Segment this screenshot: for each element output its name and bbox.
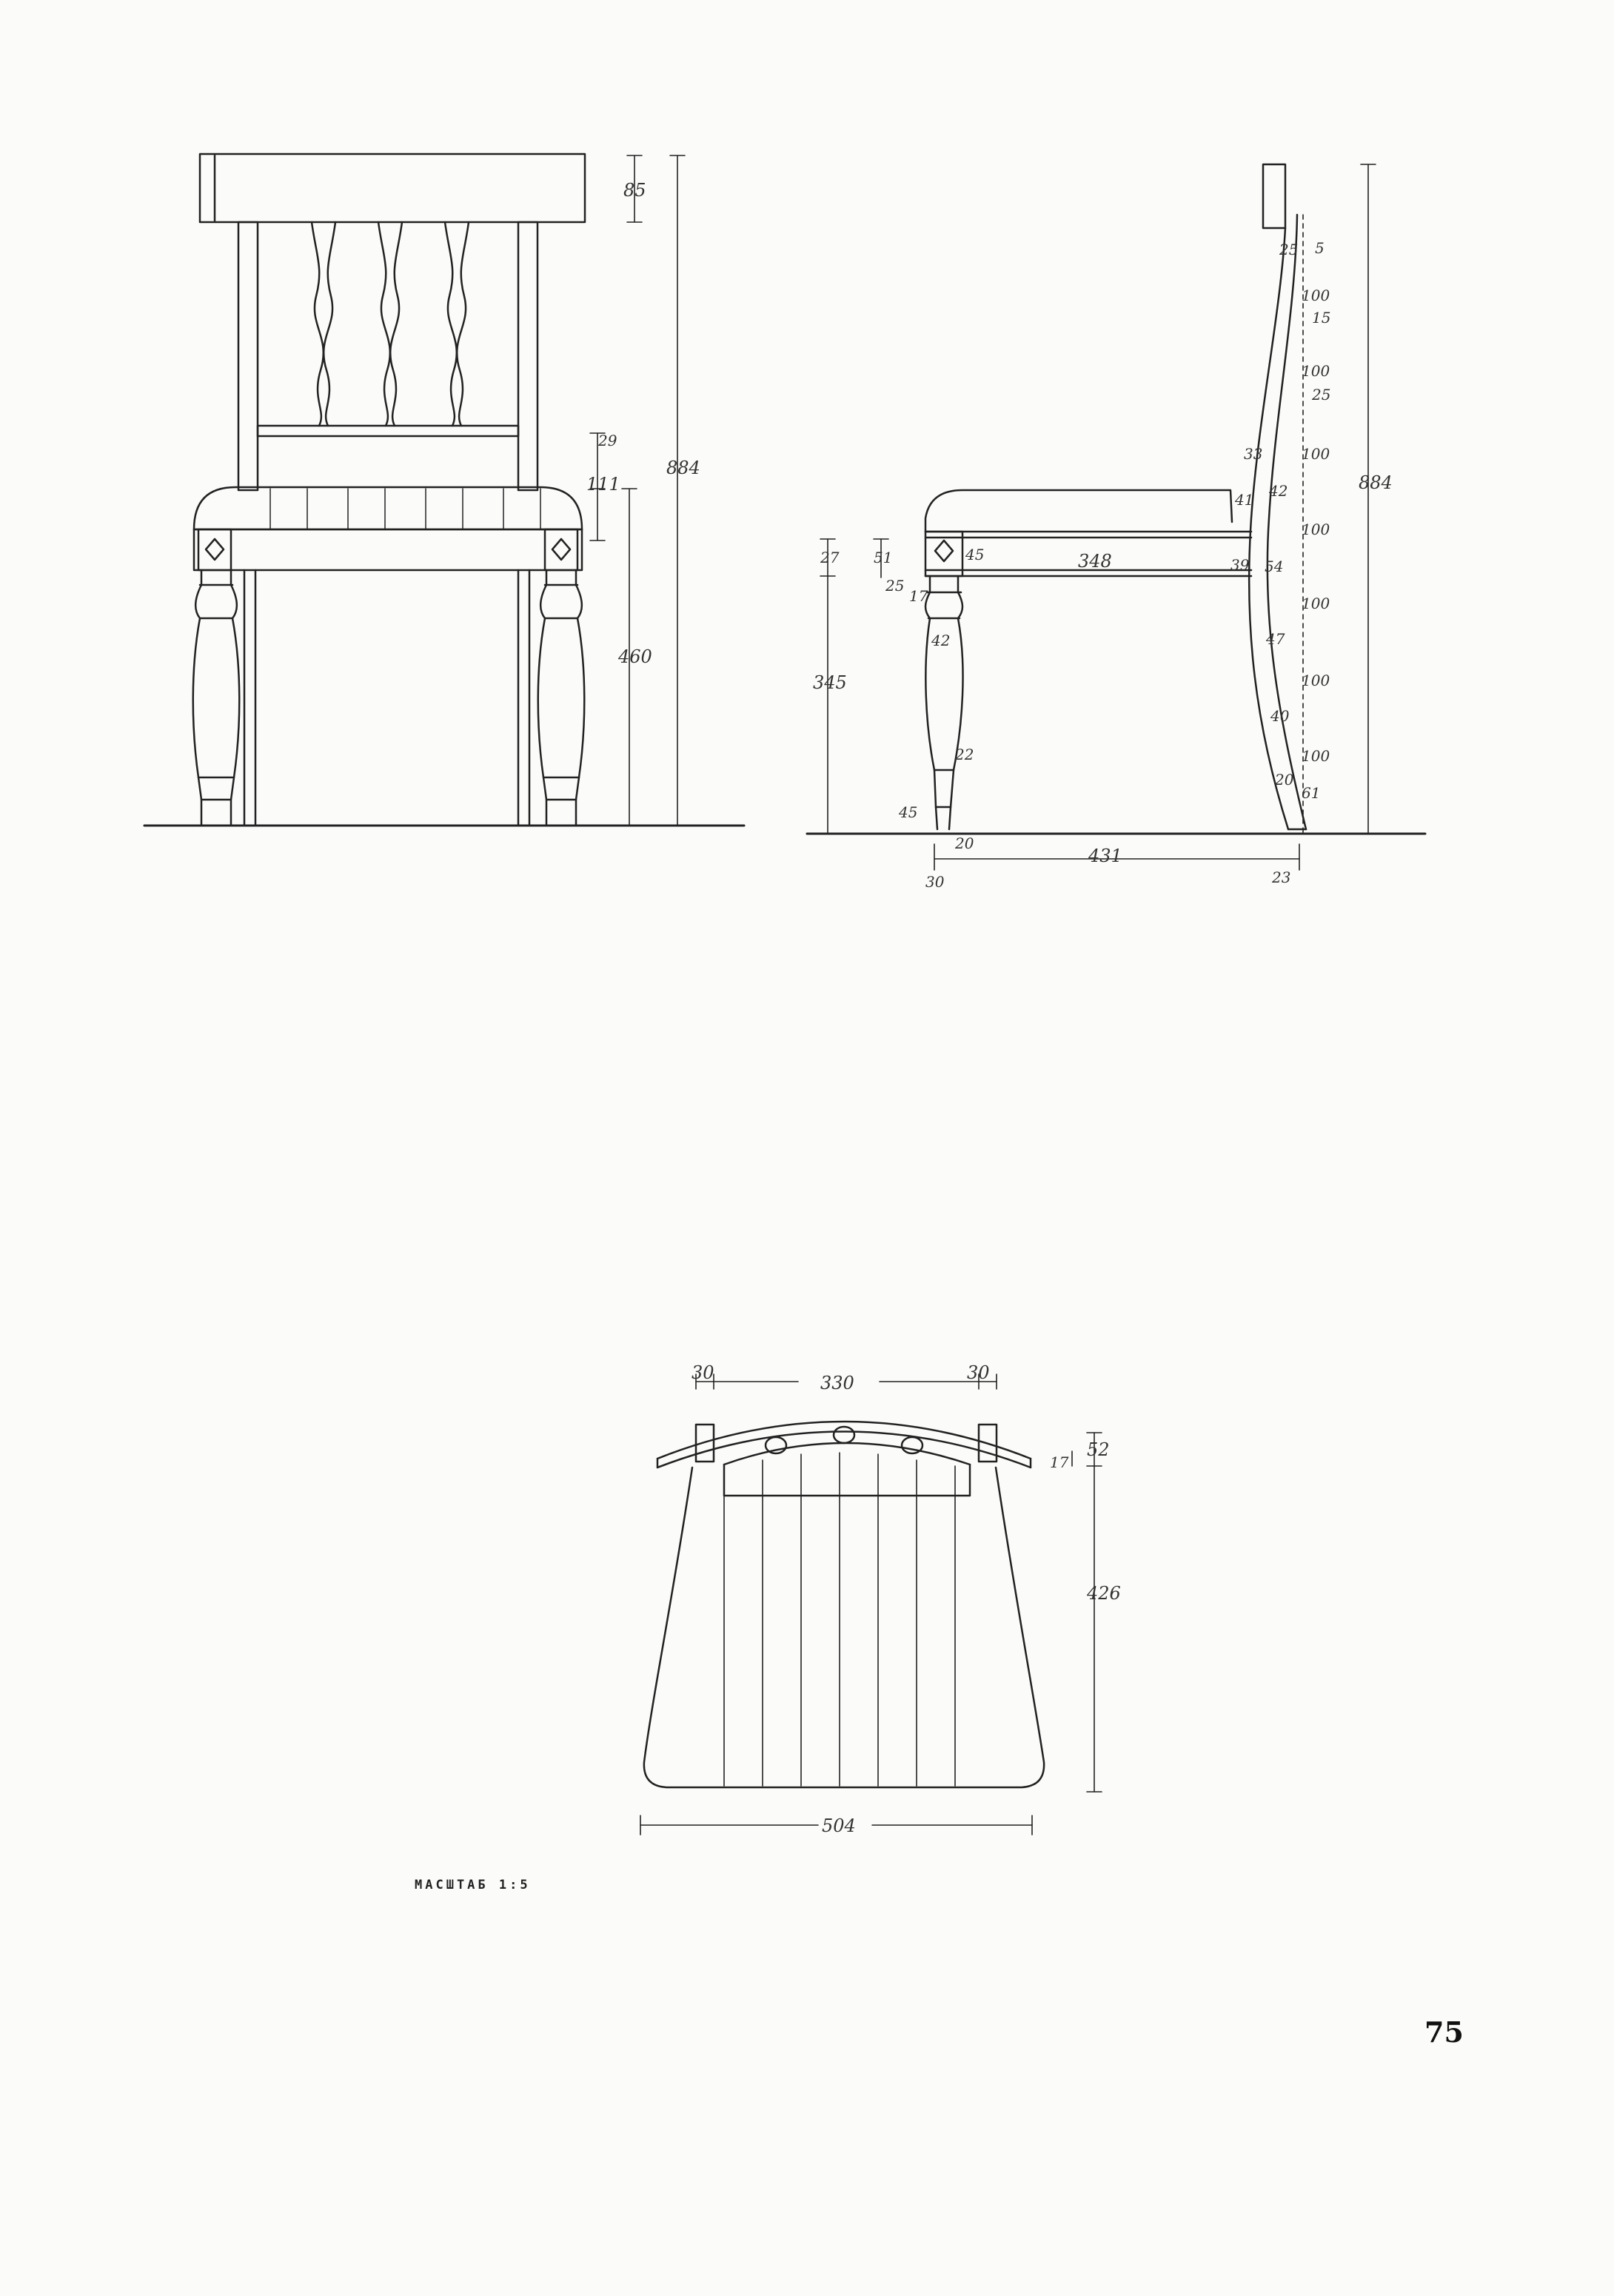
dim-floor-23: 23: [1271, 868, 1290, 886]
dim-floor-30: 30: [925, 873, 945, 891]
dim-back-100-5: 100: [1302, 595, 1330, 612]
front-dimension-labels: 85 29 111 460 884: [586, 180, 700, 667]
dim-thick-47: 47: [1265, 630, 1285, 648]
dim-plan-left-30: 30: [692, 1362, 714, 1383]
dim-thick-42: 42: [1268, 482, 1287, 500]
dim-ring-17: 17: [909, 587, 928, 605]
page-number: 75: [1424, 2015, 1464, 2049]
dim-thick-25: 25: [1279, 241, 1298, 258]
dim-seat-depth-348: 348: [1078, 551, 1112, 572]
dim-leg-dia-22: 22: [954, 746, 974, 763]
dim-back-100-7: 100: [1302, 747, 1330, 765]
dim-plan-right-30: 30: [967, 1362, 990, 1383]
dim-leg-height-345: 345: [813, 672, 847, 693]
dim-plan-depth-426: 426: [1086, 1583, 1121, 1604]
dim-rail-51: 51: [874, 549, 892, 566]
dim-back-100-3: 100: [1302, 445, 1330, 463]
side-back-labels: 5 100 15 100 25 100 100 100 100 100 25 3…: [1078, 239, 1393, 802]
side-front-leg: [924, 575, 964, 831]
dim-back-15: 15: [1312, 309, 1330, 327]
dim-floor-431: 431: [1088, 846, 1122, 866]
dim-rail-45: 45: [965, 546, 984, 563]
dim-plan-width-504: 504: [822, 1815, 856, 1836]
front-right-leg: [537, 569, 586, 827]
dim-back-100-2: 100: [1302, 362, 1330, 380]
dim-floor-20: 20: [954, 834, 974, 852]
dim-seat-height-460: 460: [617, 646, 652, 667]
dim-crest-height: 85: [623, 180, 646, 201]
front-left-leg: [192, 569, 241, 827]
side-dimension-lines: [820, 164, 1376, 871]
dim-rail-25: 25: [885, 577, 904, 595]
dim-leg-dia-42: 42: [931, 632, 950, 649]
side-leg-labels: 27 51 45 25 17 42 345 22 45 20 30 431 23: [813, 546, 1290, 891]
dim-plan-rail-17: 17: [1050, 1453, 1069, 1471]
dim-thick-33: 33: [1244, 445, 1262, 463]
dim-back-25: 25: [1311, 386, 1330, 404]
dim-seat-frame-111: 111: [586, 474, 620, 495]
front-spindles: [310, 221, 470, 427]
dim-back-100-6: 100: [1302, 672, 1330, 689]
plan-view: [640, 1373, 1102, 1835]
dim-rail-29: 29: [597, 432, 617, 449]
dim-rail-27: 27: [820, 549, 840, 566]
dim-plan-rail-52: 52: [1087, 1439, 1110, 1460]
dim-foot-45: 45: [898, 803, 917, 821]
dim-back-100-4: 100: [1302, 521, 1330, 538]
side-elevation: [806, 163, 1427, 871]
scale-label: МАСШТАБ 1:5: [415, 1878, 531, 1892]
dim-thick-54: 54: [1265, 558, 1283, 575]
dim-thick-20: 20: [1274, 771, 1294, 789]
front-elevation: [143, 153, 746, 827]
dim-back-100-1: 100: [1302, 287, 1330, 304]
dim-back-5: 5: [1315, 239, 1325, 257]
dim-plan-middle-330: 330: [820, 1373, 854, 1393]
front-dimension-lines: [589, 155, 686, 826]
dim-thick-61: 61: [1302, 784, 1320, 802]
dim-thick-40: 40: [1270, 707, 1290, 725]
plan-dimension-lines: [640, 1373, 1102, 1835]
dim-thick-41: 41: [1234, 491, 1253, 509]
plan-dimension-labels: 30 330 30 17 52 426 504: [692, 1362, 1121, 1836]
dim-overall-height-884: 884: [666, 458, 700, 478]
dim-thick-39: 39: [1230, 556, 1250, 574]
dim-side-overall-884: 884: [1359, 472, 1393, 493]
